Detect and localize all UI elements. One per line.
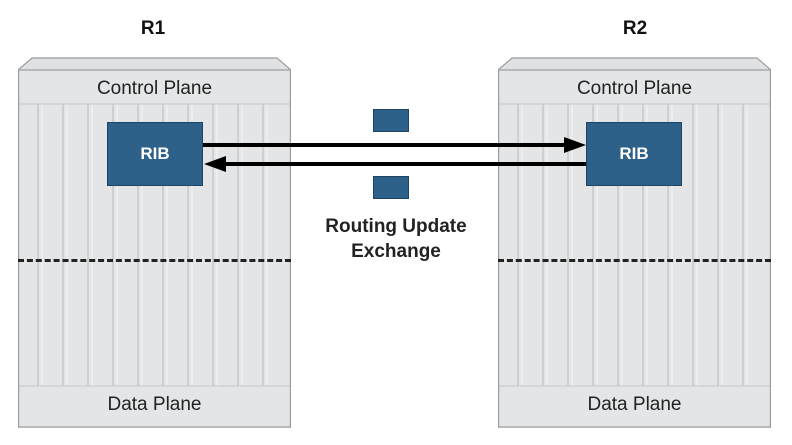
data-plane-label: Data Plane — [587, 394, 682, 415]
exchange-label: Routing Update Exchange — [296, 214, 496, 264]
router-r2-title: R2 — [622, 18, 648, 39]
rib-box: RIB — [107, 122, 203, 186]
rib-box: RIB — [586, 122, 682, 186]
exchange-label-line2: Exchange — [351, 241, 441, 262]
control-plane-label: Control Plane — [96, 78, 213, 99]
exchange-label-line1: Routing Update — [325, 216, 467, 237]
router-r1-title: R1 — [140, 18, 166, 39]
arrow-r1-to-r2 — [203, 137, 586, 153]
plane-divider — [18, 259, 291, 262]
update-packet-top — [373, 109, 409, 132]
data-plane-label: Data Plane — [107, 394, 202, 415]
control-plane-label: Control Plane — [576, 78, 693, 99]
arrow-r2-to-r1 — [204, 156, 586, 172]
update-packet-bottom — [373, 176, 409, 199]
plane-divider — [498, 259, 771, 262]
router-r1: Control Plane RIB Data Plane — [18, 56, 291, 428]
